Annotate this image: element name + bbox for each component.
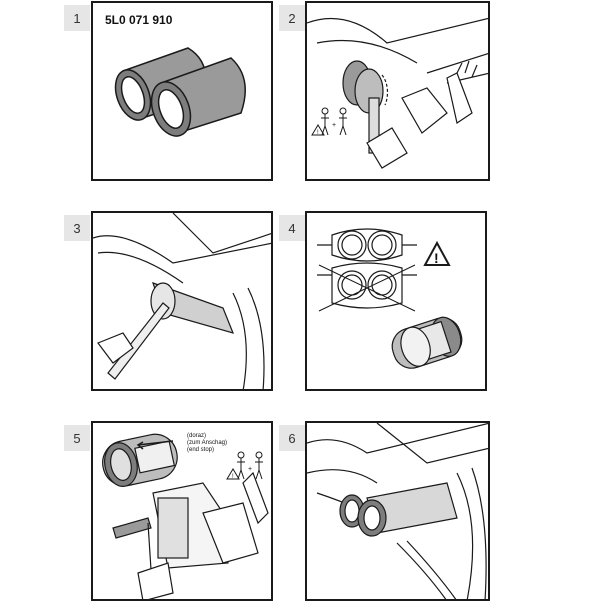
tailpipe-tips-illustration	[114, 47, 246, 137]
warning-triangle-icon: !	[311, 124, 325, 136]
step-4-panel: !	[305, 211, 487, 391]
step-3-panel	[91, 211, 273, 391]
end-stop-label-cz: (doraz)	[187, 433, 207, 439]
hammer-install-illustration: + !	[102, 433, 269, 599]
installed-tips-illustration	[307, 423, 488, 599]
warning-triangle-icon: !	[423, 240, 451, 266]
step-2-panel: + !	[305, 1, 490, 181]
svg-text:!: !	[232, 474, 234, 480]
step-number-3: 3	[64, 215, 90, 241]
two-person-icon: +	[321, 107, 347, 136]
alignment-illustration: !	[317, 228, 463, 369]
end-stop-label-en: (end stop)	[187, 447, 215, 453]
step-number-6: 6	[279, 425, 305, 451]
clean-pipe-illustration	[93, 213, 271, 389]
step-number-2: 2	[279, 5, 305, 31]
svg-text:+: +	[332, 122, 336, 129]
step-number-4: 4	[279, 215, 305, 241]
step-number-5: 5	[64, 425, 90, 451]
end-stop-label-de: (zum Anschag)	[187, 440, 228, 446]
svg-text:+: +	[248, 466, 252, 473]
two-person-icon: +	[237, 451, 263, 480]
end-stop-label: (doraz) (zum Anschag) (end stop)	[187, 433, 227, 454]
svg-text:!: !	[434, 250, 439, 266]
remove-old-tips-illustration: + !	[307, 17, 488, 169]
warning-triangle-icon: !	[226, 468, 240, 480]
step-1-panel: 5L0 071 910	[91, 1, 273, 181]
step-number-1: 1	[64, 5, 90, 31]
step-6-panel	[305, 421, 490, 601]
step-5-panel: + ! (doraz) (zum Anschag) (end stop)	[91, 421, 273, 601]
part-number: 5L0 071 910	[105, 13, 173, 27]
svg-text:!: !	[317, 130, 319, 136]
